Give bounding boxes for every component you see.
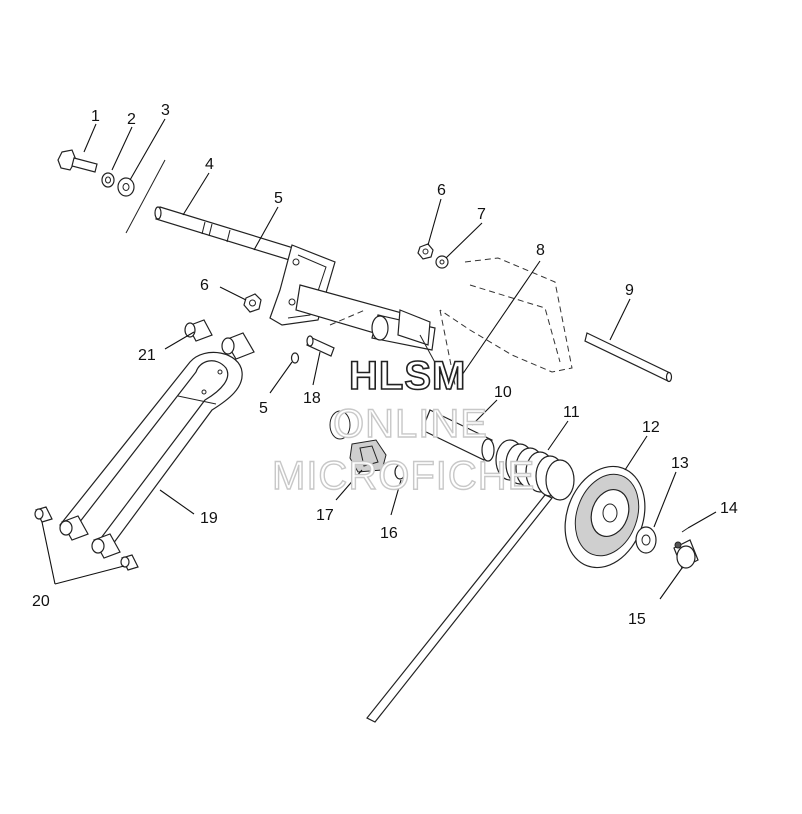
callout-6-left: 6 — [200, 277, 209, 294]
part-1-bolt — [57, 149, 98, 173]
callout-5-upper: 5 — [274, 190, 283, 207]
callout-11: 11 — [563, 404, 580, 421]
part-5-pivot-arm — [269, 244, 451, 391]
callout-12: 12 — [642, 419, 660, 436]
callout-labels: 1 2 3 4 5 6 6 7 8 9 10 11 12 13 14 15 16… — [32, 102, 738, 628]
part-5-small-fitting — [290, 352, 300, 364]
leader-lines — [41, 118, 717, 600]
callout-14: 14 — [720, 500, 738, 517]
watermark-line-1: HLSM — [349, 354, 466, 398]
part-11-torsion-spring — [366, 439, 575, 723]
part-21-bushing — [184, 319, 213, 342]
watermark-line-3: MICROFICHE — [272, 454, 535, 498]
callout-9: 9 — [625, 282, 634, 299]
callout-2: 2 — [127, 111, 136, 128]
part-14-clip — [681, 527, 689, 533]
part-7-washer — [435, 255, 449, 269]
callout-16: 16 — [380, 525, 398, 542]
callout-19: 19 — [200, 510, 218, 527]
part-6-nut-upper — [417, 243, 434, 260]
callout-1: 1 — [91, 108, 100, 125]
part-18-pin — [306, 335, 335, 357]
centerline — [125, 159, 166, 234]
callout-4: 4 — [205, 156, 214, 173]
part-6-nut-left — [243, 293, 262, 313]
callout-17: 17 — [316, 507, 334, 524]
part-17-fitting — [349, 439, 387, 473]
callout-13: 13 — [671, 455, 689, 472]
watermark: HLSM ONLINE MICROFICHE — [271, 353, 535, 499]
part-2-washer — [101, 172, 115, 188]
part-13-washer — [635, 526, 657, 554]
callout-3: 3 — [161, 102, 170, 119]
callout-6-upper: 6 — [437, 182, 446, 199]
callout-20: 20 — [32, 593, 50, 610]
part-15-cap — [673, 539, 699, 569]
callout-21: 21 — [138, 347, 156, 364]
arm-bushing-upper — [221, 332, 255, 360]
part-10-sleeve — [329, 409, 495, 462]
callout-10: 10 — [494, 384, 512, 401]
watermark-line-2: ONLINE — [333, 402, 488, 446]
part-20-bushings — [34, 506, 139, 571]
callout-5-lower: 5 — [259, 400, 268, 417]
callout-15: 15 — [628, 611, 646, 628]
part-3-flat-washer — [117, 177, 135, 197]
callout-7: 7 — [477, 206, 486, 223]
part-4-shaft — [154, 206, 301, 263]
part-16-ring — [394, 464, 406, 480]
callout-8: 8 — [536, 242, 545, 259]
callout-18: 18 — [303, 390, 321, 407]
part-12-idler-wheel — [564, 465, 646, 569]
part-9-rod — [584, 332, 673, 383]
frame-outline-dashed — [329, 257, 573, 386]
